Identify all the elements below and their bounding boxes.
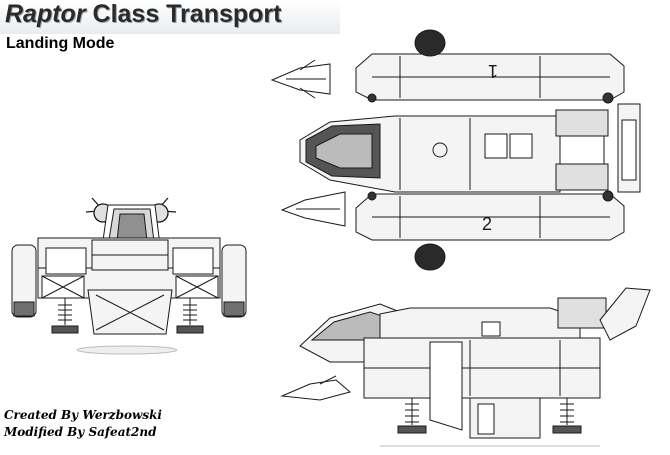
side-view-landing-gear (397, 398, 582, 434)
title-emphasis: Raptor (5, 0, 86, 28)
title-banner: Raptor Class Transport (0, 0, 340, 34)
page-title: Raptor Class Transport (5, 0, 281, 29)
side-view-door (429, 341, 463, 431)
credit-modifier: Modified By Safeat2nd (4, 425, 157, 439)
front-view-landing-gear (51, 298, 204, 334)
side-view (299, 287, 651, 447)
credits: Created By Werzbowski Modified By Safeat… (4, 407, 162, 441)
credit-creator: Created By Werzbowski (4, 408, 162, 422)
side-view-engine (557, 297, 607, 329)
title-rest: Class Transport (85, 0, 282, 28)
top-view-upper-thruster (414, 29, 446, 57)
top-view-engine-upper (555, 109, 609, 137)
scale-fighter-top (270, 59, 331, 99)
lower-pod-number: 2 (482, 214, 492, 234)
top-view-lower-thruster (414, 243, 446, 271)
scale-fighter-mid (280, 191, 346, 227)
scale-fighter-side (280, 375, 352, 401)
top-view-engine-lower (555, 163, 609, 191)
front-view (11, 197, 247, 355)
side-view-tail (599, 287, 651, 341)
front-view-right-engine (221, 244, 247, 318)
front-view-left-engine (11, 244, 37, 318)
top-view: 1 2 (299, 29, 641, 271)
page-subtitle: Landing Mode (6, 35, 115, 52)
upper-pod-number: 1 (488, 61, 498, 81)
side-view-upper-hull (379, 307, 581, 341)
